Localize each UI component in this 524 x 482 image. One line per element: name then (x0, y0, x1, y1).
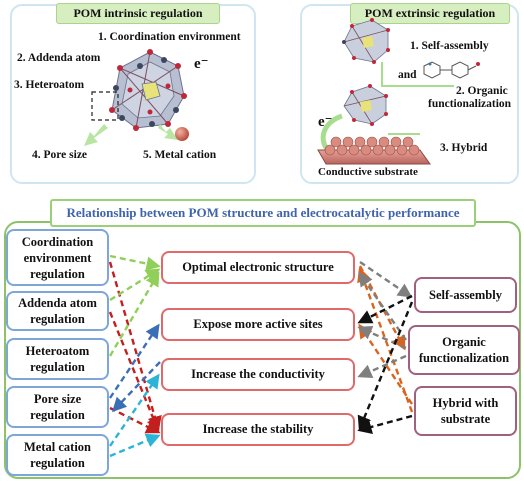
arrow-coordination-to-electronic (109, 254, 161, 271)
label-and: and (398, 69, 417, 81)
increase-stability-box: Increase the stability (161, 413, 355, 446)
arrow-pore-to-active-sites (109, 323, 160, 399)
arrow-organic-to-electronic (358, 271, 407, 341)
relationship-title: Relationship between POM structure and e… (50, 199, 476, 227)
arrow-pore-to-stability (109, 406, 161, 434)
pom-cluster-hybrid (343, 84, 388, 126)
electron-label: e⁻ (194, 56, 209, 72)
arrow-hybrid-to-stability (357, 414, 413, 434)
arrow-hybrid-to-active-sites (358, 323, 413, 405)
arrow-metal-to-conductivity (109, 373, 160, 447)
arrow-coordination-to-stability (108, 261, 162, 431)
label-conductive-substrate: Conductive substrate (318, 166, 418, 178)
arrow-metal-to-stability (109, 433, 161, 458)
arrow-hybrid-to-electronic (357, 267, 414, 413)
label-metal-cation: 5. Metal cation (143, 149, 217, 161)
substrate-spheres (324, 136, 420, 156)
pom-cluster-self-assembly (342, 18, 390, 64)
metal-cation-arrow (158, 124, 178, 140)
pore-size-arrow (84, 124, 108, 146)
label-organic-2: functionalization (428, 98, 512, 110)
intrinsic-title: POM intrinsic regulation (56, 3, 220, 24)
pom-cluster-intrinsic (109, 49, 187, 131)
label-self-assembly-step: 1. Self-assembly (410, 40, 489, 52)
arrow-active-sites-to-pore (112, 361, 161, 413)
optimal-electronic-structure-box: Optimal electronic structure (161, 251, 355, 284)
arrow-addenda-to-stability (108, 311, 161, 433)
arrow-organic-to-active-sites (357, 325, 407, 350)
increase-conductivity-box: Increase the conductivity (161, 358, 355, 391)
label-addenda: 2. Addenda atom (17, 52, 101, 64)
label-hybrid: 3. Hybrid (440, 142, 488, 154)
arrow-self-assembly-to-active-sites (357, 294, 413, 324)
arrow-self-assembly-to-stability (357, 301, 414, 431)
heteroatom-dashed-box (91, 91, 119, 121)
arrow-electronic-to-self-assembly (359, 261, 413, 298)
extrinsic-title: POM extrinsic regulation (350, 3, 510, 24)
label-pore-size: 4. Pore size (32, 149, 88, 161)
label-coordination: 1. Coordination environment (98, 31, 241, 43)
expose-active-sites-box: Expose more active sites (161, 308, 355, 341)
arrow-heteroatom-to-electronic (108, 271, 160, 357)
label-heteroatom: 3. Heteroatom (14, 79, 85, 91)
organic-ligand (423, 61, 480, 79)
organic-bracket (381, 62, 454, 87)
label-organic-1: 2. Organic (456, 85, 508, 97)
metal-cation-sphere (175, 127, 189, 141)
self-assembly-box: Self-assembly (414, 277, 517, 313)
arrow-organic-to-conductivity (357, 354, 407, 379)
